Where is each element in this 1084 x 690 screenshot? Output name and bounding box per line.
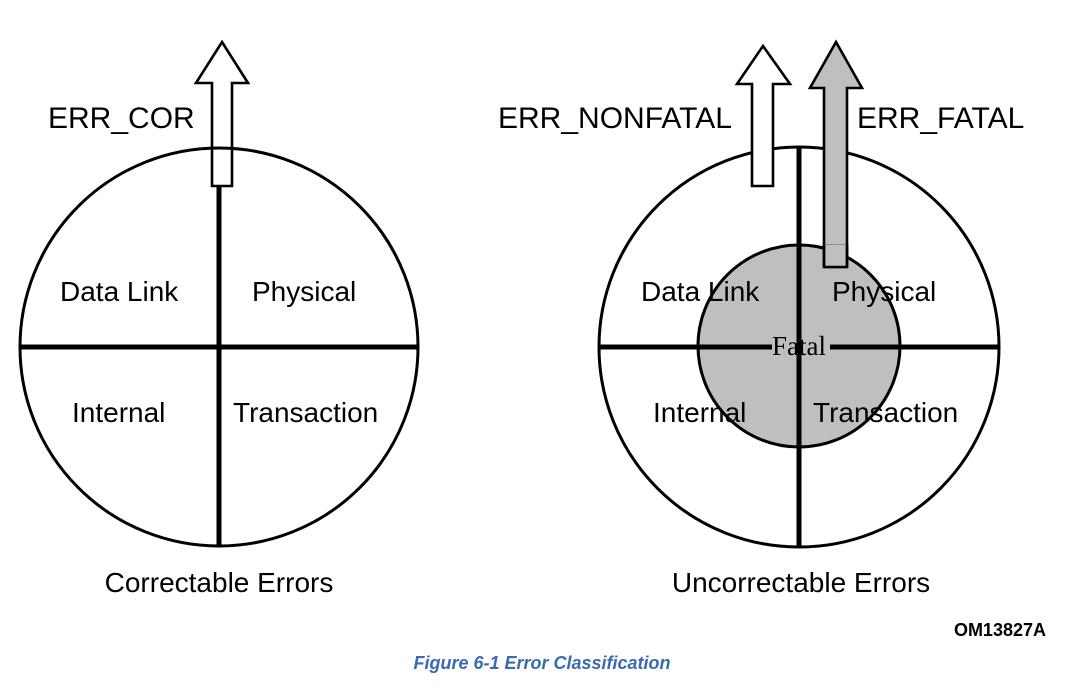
err-nonfatal-arrow-shape bbox=[734, 43, 793, 188]
err-fatal-arrow-overlay bbox=[822, 244, 849, 269]
uncorrectable-group-caption: Uncorrectable Errors bbox=[672, 567, 930, 598]
plate-code-label: OM13827A bbox=[954, 620, 1046, 640]
uncorrectable-quadrant-physical: Physical bbox=[832, 276, 936, 307]
err-cor-arrow bbox=[193, 39, 251, 188]
fatal-region-label: Fatal bbox=[772, 331, 826, 361]
diagram-uncorrectable: Data Link Physical Internal Transaction … bbox=[498, 39, 1024, 598]
correctable-quadrant-physical: Physical bbox=[252, 276, 356, 307]
err-fatal-label: ERR_FATAL bbox=[857, 102, 1024, 135]
figure-caption: Figure 6-1 Error Classification bbox=[413, 653, 670, 673]
correctable-group-caption: Correctable Errors bbox=[105, 567, 334, 598]
err-cor-label: ERR_COR bbox=[48, 102, 195, 135]
err-nonfatal-arrow bbox=[734, 43, 793, 188]
correctable-quadrant-transaction: Transaction bbox=[233, 397, 378, 428]
uncorrectable-quadrant-internal: Internal bbox=[653, 397, 746, 428]
correctable-quadrant-data-link: Data Link bbox=[60, 276, 179, 307]
err-fatal-arrow-overlay-mask bbox=[825, 245, 846, 268]
diagram-correctable: ERR_COR Data Link Physical Internal Tran… bbox=[18, 39, 420, 598]
uncorrectable-quadrant-transaction: Transaction bbox=[813, 397, 958, 428]
err-nonfatal-label: ERR_NONFATAL bbox=[498, 102, 732, 135]
correctable-quadrant-internal: Internal bbox=[72, 397, 165, 428]
uncorrectable-quadrant-data-link: Data Link bbox=[641, 276, 760, 307]
err-cor-arrow-shape bbox=[193, 39, 251, 188]
